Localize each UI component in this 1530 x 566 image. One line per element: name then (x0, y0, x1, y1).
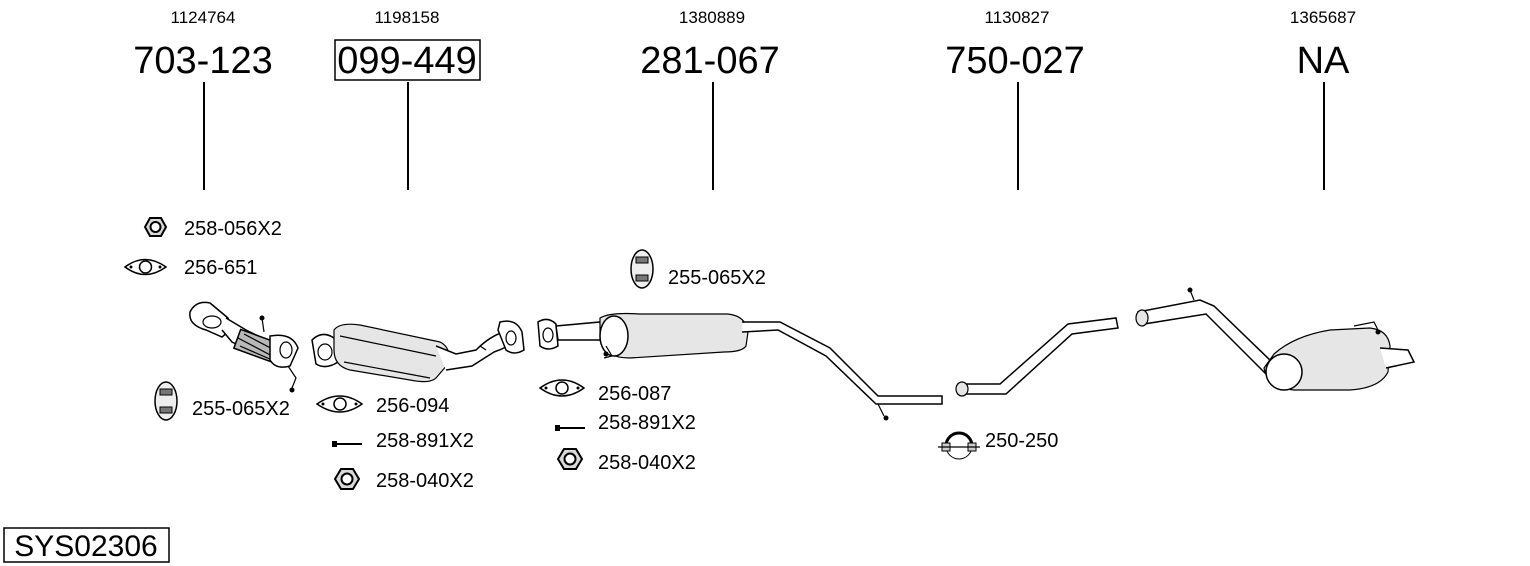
part-ref: 1130827 (985, 8, 1050, 27)
part-number: 099-449 (337, 40, 476, 82)
nut-icon (333, 468, 361, 490)
part-number: 750-027 (945, 40, 1084, 82)
system-code: SYS02306 (3, 527, 170, 563)
gasket-icon (315, 395, 364, 413)
gasket-icon (538, 379, 586, 397)
accessory-label: 256-094 (376, 395, 449, 417)
bolt-icon (332, 441, 362, 447)
gasket-icon (123, 258, 168, 276)
accessory-255-065x2-middle[interactable]: 255-065X2 (630, 249, 766, 289)
part-number: NA (1297, 40, 1350, 82)
front-pipe-flex-drawing (189, 301, 299, 393)
accessory-label: 255-065X2 (192, 398, 290, 420)
accessory-255-065x2-left[interactable]: 255-065X2 (154, 381, 290, 421)
middle-silencer-drawing (537, 312, 943, 421)
part-number: 703-123 (133, 40, 272, 82)
accessory-258-891x2-middle[interactable]: 258-891X2 (555, 412, 696, 434)
part-ref: 1365687 (1290, 8, 1356, 27)
accessory-label: 258-056X2 (184, 218, 282, 240)
accessory-258-056x2[interactable]: 258-056X2 (143, 217, 282, 240)
rear-silencer-drawing (1135, 287, 1416, 391)
part-number: 281-067 (640, 40, 779, 82)
rubber-hanger-icon (630, 249, 654, 289)
accessory-label: 258-891X2 (598, 412, 696, 434)
part-highlight-box (334, 39, 481, 81)
accessory-label: 256-651 (184, 257, 257, 279)
part-099-449[interactable]: 1198158 099-449 (334, 8, 481, 190)
catalytic-converter-drawing (311, 320, 525, 383)
system-code-box (3, 527, 170, 563)
accessory-256-651[interactable]: 256-651 (123, 257, 257, 279)
accessory-258-040x2-middle[interactable]: 258-040X2 (556, 448, 696, 474)
part-ref: 1380889 (679, 8, 745, 27)
accessory-256-094[interactable]: 256-094 (315, 395, 449, 417)
accessory-258-040x2-left[interactable]: 258-040X2 (333, 468, 474, 492)
intermediate-pipe-drawing (955, 317, 1119, 397)
accessory-256-087[interactable]: 256-087 (538, 379, 671, 405)
accessory-label: 258-891X2 (376, 430, 474, 452)
nut-icon (556, 448, 584, 470)
accessory-label: 256-087 (598, 383, 671, 405)
accessory-258-891x2-left[interactable]: 258-891X2 (332, 430, 474, 452)
rubber-hanger-icon (154, 381, 178, 421)
part-ref: 1198158 (375, 8, 440, 27)
accessory-label: 258-040X2 (376, 470, 474, 492)
nut-icon (143, 217, 168, 237)
part-281-067[interactable]: 1380889 281-067 (640, 8, 780, 190)
part-na[interactable]: 1365687 NA (1290, 8, 1356, 190)
bolt-icon (555, 425, 585, 431)
part-ref: 1124764 (171, 8, 236, 27)
accessory-label: 250-250 (985, 430, 1058, 452)
accessory-250-250[interactable]: 250-250 (938, 430, 1058, 460)
accessory-label: 255-065X2 (668, 267, 766, 289)
pipe-clamp-icon (938, 431, 980, 460)
accessory-label: 258-040X2 (598, 452, 696, 474)
system-code-label: SYS02306 (14, 530, 157, 563)
part-750-027[interactable]: 1130827 750-027 (945, 8, 1085, 190)
part-703-123[interactable]: 1124764 703-123 (133, 8, 273, 190)
